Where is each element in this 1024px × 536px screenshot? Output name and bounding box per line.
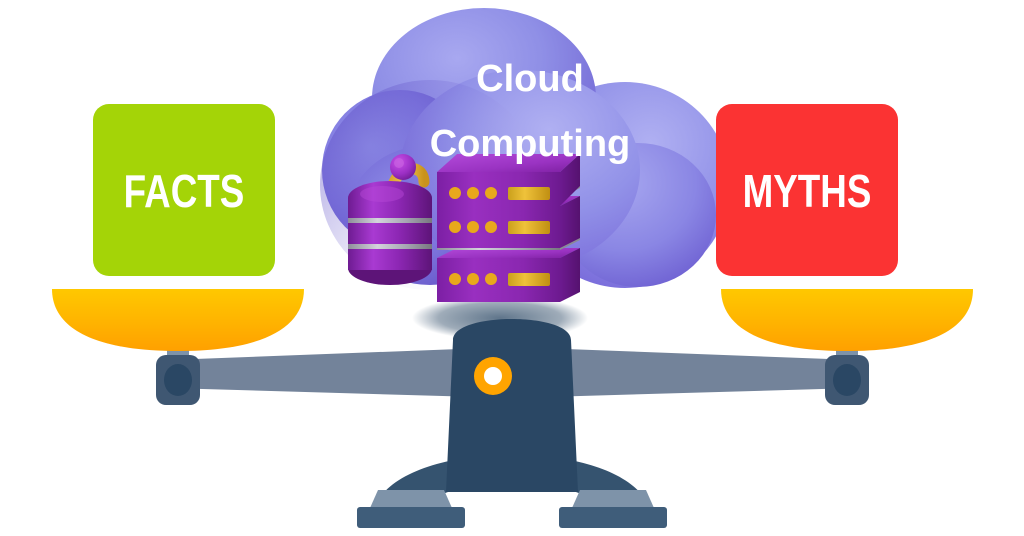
facts-label: FACTS — [123, 165, 245, 217]
disk-divider-2 — [348, 214, 432, 223]
server-bar — [508, 273, 550, 286]
disk-stack — [348, 181, 432, 285]
right-connector-hole — [833, 364, 861, 396]
cable-knob-highlight — [394, 158, 404, 168]
beam-right — [512, 347, 856, 398]
foot-left-upper — [370, 490, 452, 508]
scale-beam — [168, 347, 856, 398]
server-unit-1 — [437, 154, 580, 216]
server-led — [485, 221, 497, 233]
server-unit-3-side — [560, 248, 580, 302]
pivot-center — [484, 367, 502, 385]
server-led — [467, 187, 479, 199]
beam-left — [168, 347, 512, 398]
server-bar — [508, 187, 550, 200]
disk-1-top — [348, 181, 432, 215]
disk-divider-3 — [348, 240, 432, 249]
server-unit-1-side — [560, 154, 580, 206]
cloud-title-line-1: Cloud — [476, 58, 584, 100]
server-led — [485, 273, 497, 285]
myths-block[interactable] — [716, 104, 898, 276]
left-pan — [52, 289, 304, 351]
server-graphic — [348, 154, 588, 340]
server-led — [467, 221, 479, 233]
server-led — [449, 221, 461, 233]
server-led — [449, 187, 461, 199]
scale-base — [357, 454, 667, 528]
base-arch — [372, 454, 652, 522]
balance-scale — [52, 289, 973, 528]
server-unit-3 — [437, 248, 580, 302]
server-led — [485, 187, 497, 199]
foot-left-base — [357, 507, 465, 528]
server-led — [467, 273, 479, 285]
foot-right-upper — [572, 490, 654, 508]
myths-label: MYTHS — [742, 165, 872, 217]
disk-1-highlight — [360, 186, 404, 202]
server-unit-1-top — [437, 154, 580, 172]
left-connector-hole — [164, 364, 192, 396]
scale-column — [446, 319, 578, 492]
server-bar — [508, 221, 550, 234]
left-pan-assembly — [52, 289, 304, 405]
right-pan-assembly — [721, 289, 973, 405]
foot-right-base — [559, 507, 667, 528]
right-pan — [721, 289, 973, 351]
cloud-title-line-2: Computing — [429, 123, 631, 165]
server-led — [449, 273, 461, 285]
server-unit-2-side — [560, 196, 580, 248]
facts-block[interactable] — [93, 104, 275, 276]
server-unit-3-top — [437, 248, 580, 258]
